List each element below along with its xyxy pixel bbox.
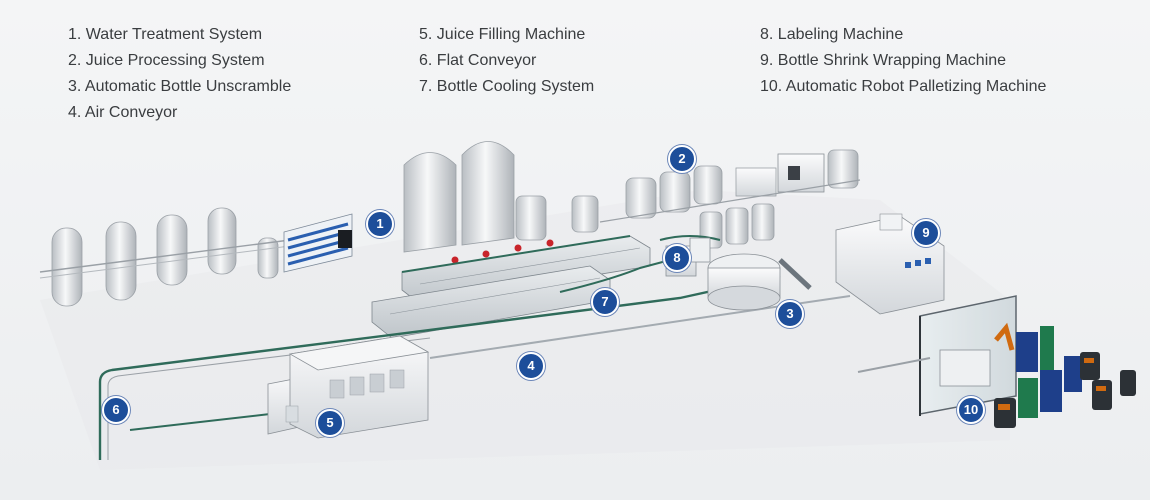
crate-stacks [1016, 326, 1082, 418]
badge-10: 10 [957, 396, 985, 424]
water-treatment-tanks [39, 207, 291, 307]
badge-2: 2 [668, 145, 696, 173]
legend-item: 2. Juice Processing System [68, 52, 265, 69]
badge-7: 7 [591, 288, 619, 316]
badge-5: 5 [316, 409, 344, 437]
legend-item: 8. Labeling Machine [760, 26, 904, 43]
badge-9: 9 [912, 219, 940, 247]
legend-item: 4. Air Conveyor [68, 104, 178, 121]
juice-processing-tanks [599, 149, 861, 249]
badge-4: 4 [517, 352, 545, 380]
legend-column-1: 1. Water Treatment System 2. Juice Proce… [68, 22, 291, 126]
ro-filter-rack [283, 213, 353, 273]
legend-item: 6. Flat Conveyor [419, 52, 537, 69]
legend-item: 5. Juice Filling Machine [419, 26, 586, 43]
legend-item: 1. Water Treatment System [68, 26, 263, 43]
bottle-unscrambler [707, 253, 812, 311]
legend-item: 10. Automatic Robot Palletizing Machine [760, 78, 1047, 95]
legend-column-2: 5. Juice Filling Machine 6. Flat Conveyo… [419, 22, 594, 100]
palletizing-area [857, 295, 1136, 428]
legend-item: 7. Bottle Cooling System [419, 78, 595, 95]
badge-6: 6 [102, 396, 130, 424]
juice-storage-tanks [403, 141, 599, 253]
badge-8: 8 [663, 244, 691, 272]
bottle-cooling-tunnel [371, 235, 651, 339]
legend-column-3: 8. Labeling Machine 9. Bottle Shrink Wra… [760, 22, 1046, 100]
badge-3: 3 [776, 300, 804, 328]
legend-item: 3. Automatic Bottle Unscramble [68, 78, 292, 95]
badge-1: 1 [366, 210, 394, 238]
legend-item: 9. Bottle Shrink Wrapping Machine [760, 52, 1007, 69]
